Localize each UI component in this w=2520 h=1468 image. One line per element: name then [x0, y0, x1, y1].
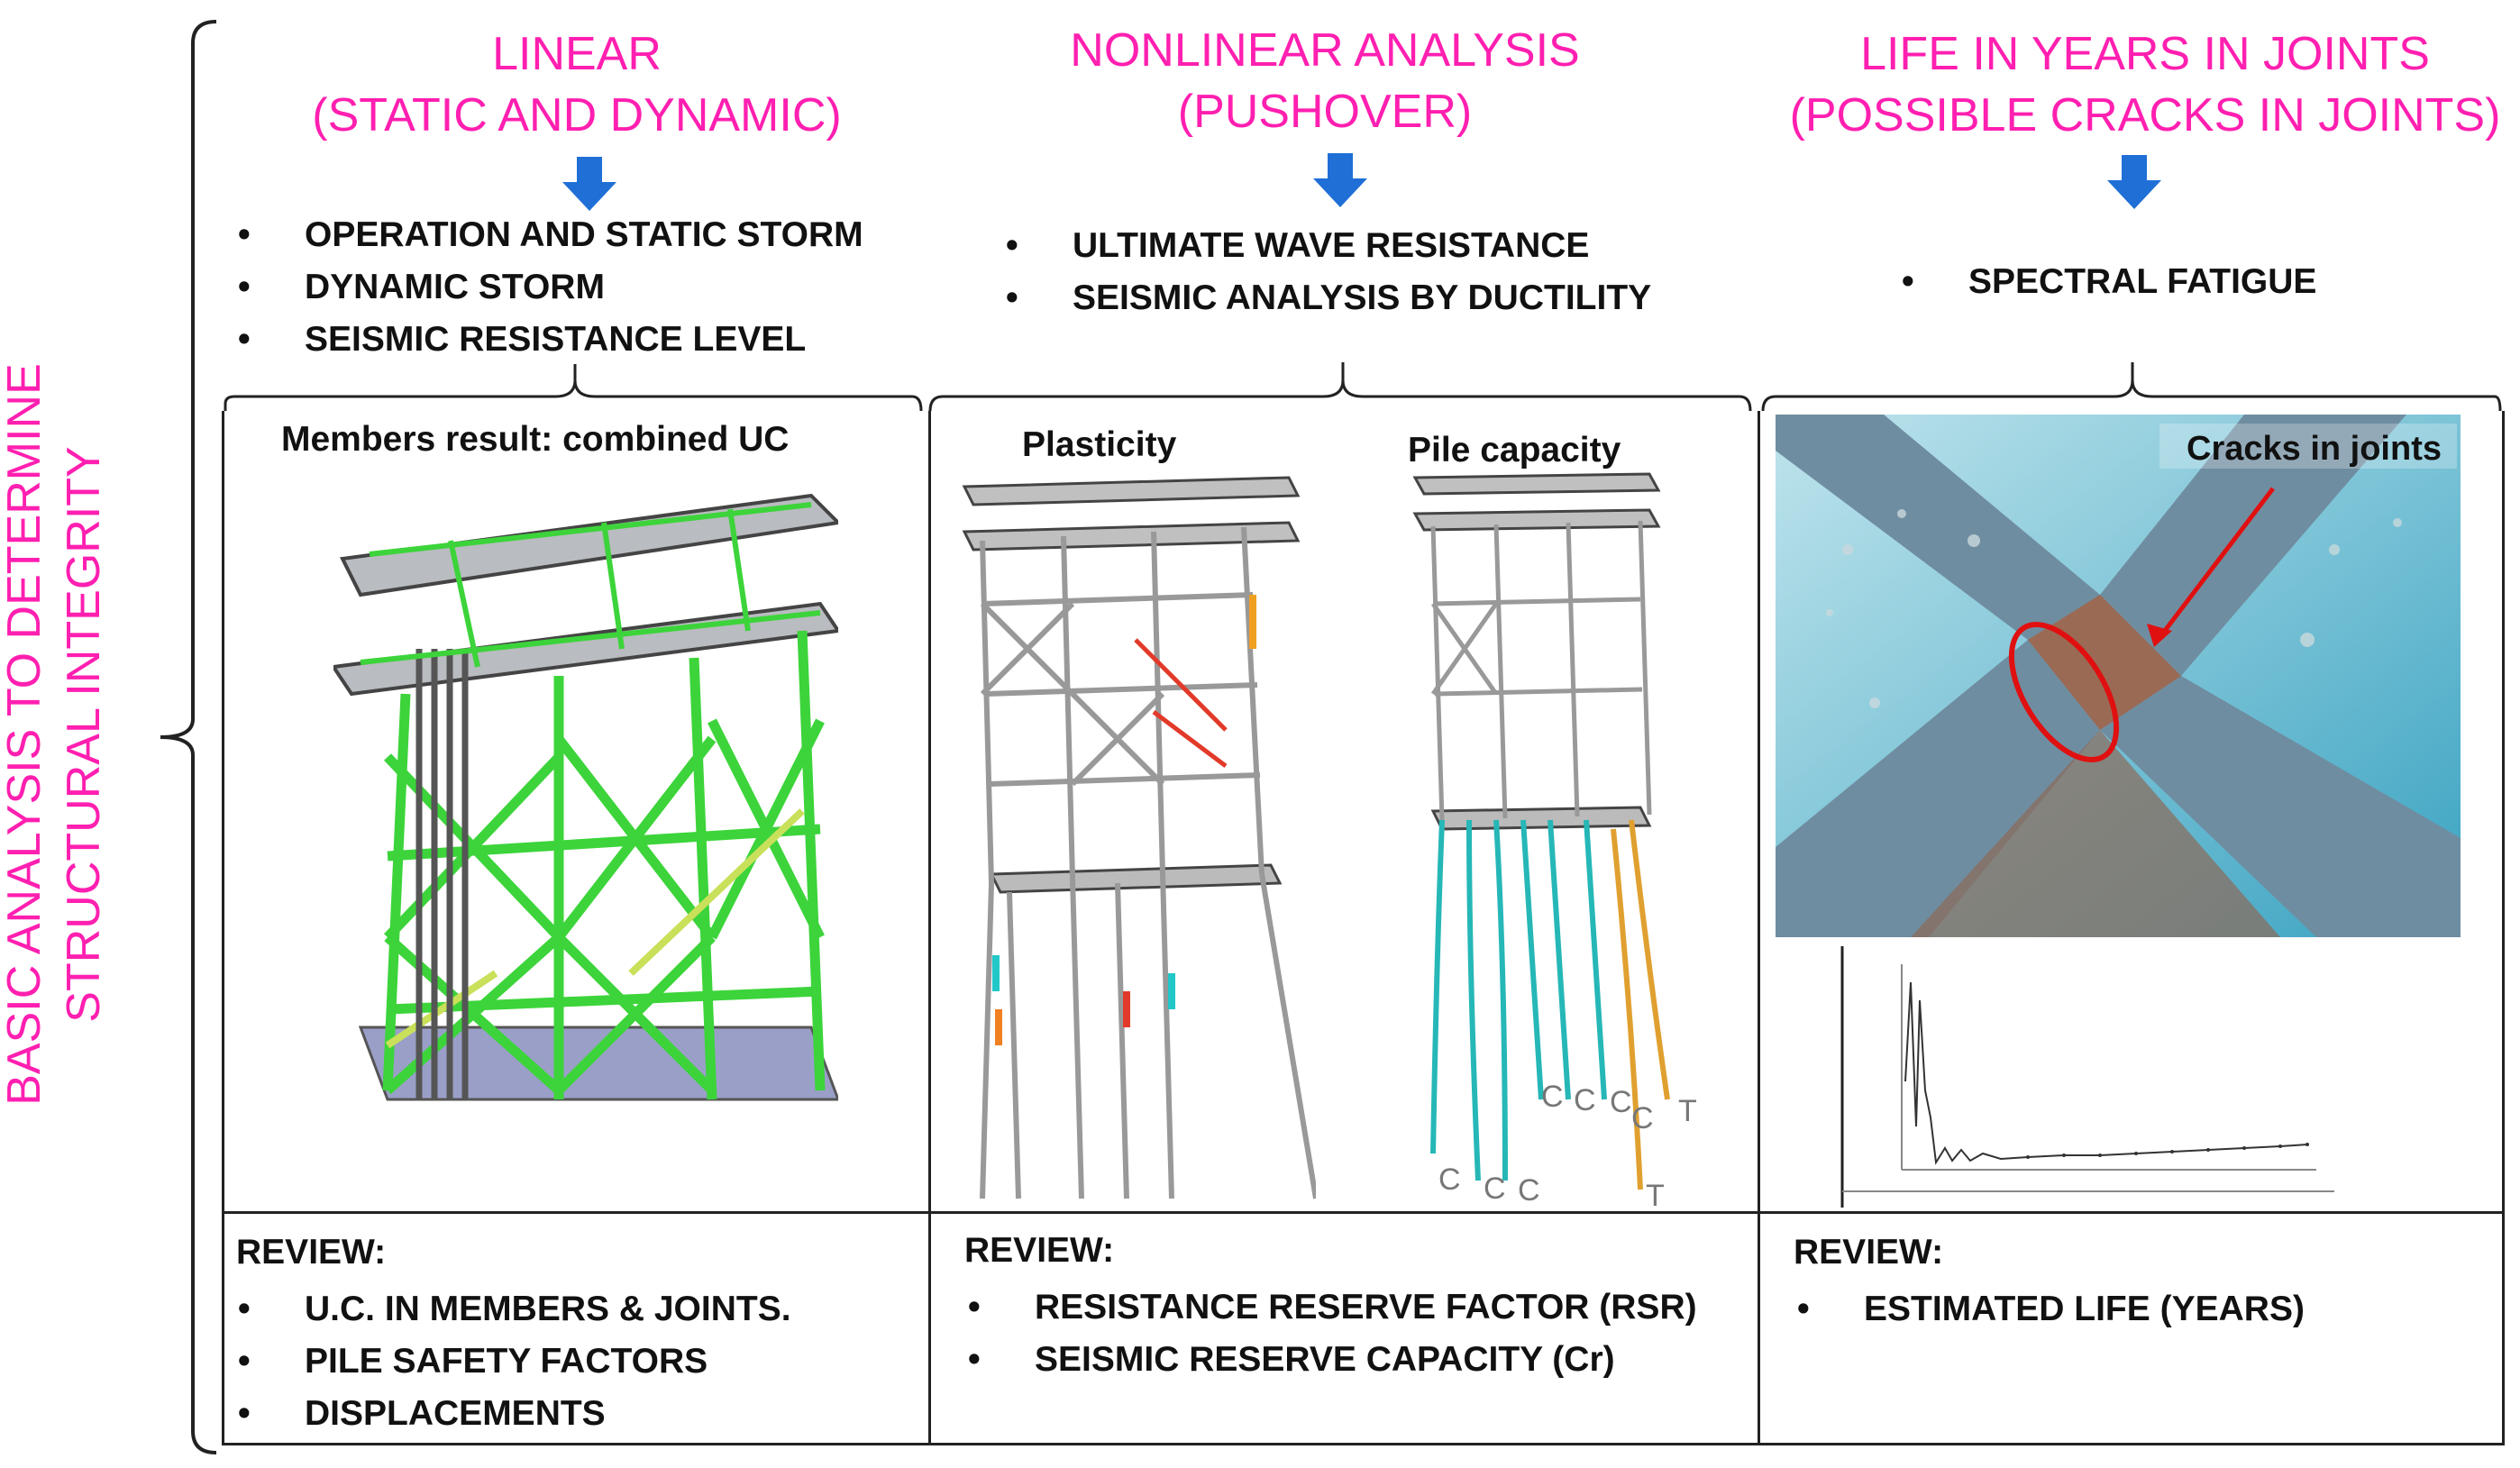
review-item: DISPLACEMENTS: [233, 1388, 791, 1440]
review-list-nonlinear: RESISTANCE RESERVE FACTOR (RSR) SEISMIC …: [963, 1281, 1697, 1386]
bullet-item: ULTIMATE WAVE RESISTANCE: [1000, 220, 1651, 272]
nonlinear-bullet-list: ULTIMATE WAVE RESISTANCE SEISMIC ANALYSI…: [1000, 220, 1651, 324]
divider: [222, 1211, 2505, 1214]
panel-caption-pile-capacity: Pile capacity: [1408, 431, 1621, 470]
side-label: BASIC ANALYSIS TO DETERMINE STRUCTURAL I…: [0, 363, 110, 1106]
spectral-response-plot: [1840, 946, 2334, 1208]
pile-marker-label: T: [1678, 1094, 1697, 1128]
divider: [222, 1443, 2505, 1445]
heading-nonlinear: NONLINEAR ANALYSIS (PUSHOVER): [1070, 24, 1580, 138]
divider: [2502, 411, 2505, 1445]
pile-marker-label: C: [1541, 1080, 1564, 1114]
panel-brace: [224, 362, 2502, 412]
left-brace: [160, 20, 217, 1454]
review-title-fatigue: REVIEW:: [1794, 1233, 1944, 1272]
panel-caption-plasticity: Plasticity: [1022, 425, 1177, 464]
review-item: PILE SAFETY FACTORS: [233, 1336, 791, 1388]
pile-marker-label: T: [1646, 1179, 1665, 1208]
plasticity-model-image: [962, 476, 1316, 1199]
jacket-model-image: [333, 493, 838, 1101]
panel-caption-cracks: Cracks in joints: [2187, 430, 2442, 468]
bullet-item: SPECTRAL FATIGUE: [1896, 256, 2316, 308]
review-item: U.C. IN MEMBERS & JOINTS.: [233, 1283, 791, 1336]
down-arrow-icon: [562, 157, 616, 211]
heading-linear: LINEAR (STATIC AND DYNAMIC): [312, 28, 842, 141]
divider: [1758, 411, 1760, 1445]
divider: [928, 411, 931, 1445]
down-arrow-icon: [1313, 153, 1367, 207]
down-arrow-icon: [2107, 155, 2161, 209]
pile-marker-label: C: [1631, 1101, 1654, 1135]
pile-marker-label: C: [1518, 1173, 1540, 1208]
review-item: ESTIMATED LIFE (YEARS): [1792, 1283, 2305, 1336]
linear-bullet-list: OPERATION AND STATIC STORM DYNAMIC STORM…: [233, 209, 863, 366]
heading-fatigue: LIFE IN YEARS IN JOINTS (POSSIBLE CRACKS…: [1789, 28, 2501, 141]
panel-caption-members: Members result: combined UC: [281, 420, 790, 459]
review-title-nonlinear: REVIEW:: [964, 1231, 1115, 1270]
review-list-linear: U.C. IN MEMBERS & JOINTS. PILE SAFETY FA…: [233, 1283, 791, 1440]
review-title-linear: REVIEW:: [236, 1233, 387, 1272]
pile-marker-label: C: [1610, 1085, 1632, 1119]
pile-marker-label: C: [1574, 1083, 1596, 1117]
bullet-item: SEISMIC RESISTANCE LEVEL: [233, 314, 863, 366]
pile-capacity-model-image: C C C C C C C T T: [1412, 472, 1697, 1208]
fatigue-bullet-list: SPECTRAL FATIGUE: [1896, 256, 2316, 308]
review-item: SEISMIC RESERVE CAPACITY (Cr): [963, 1334, 1697, 1386]
bullet-item: OPERATION AND STATIC STORM: [233, 209, 863, 261]
cracked-joint-photo: Cracks in joints: [1776, 415, 2461, 937]
pile-marker-label: C: [1484, 1172, 1506, 1206]
pile-marker-label: C: [1438, 1163, 1461, 1197]
review-list-fatigue: ESTIMATED LIFE (YEARS): [1792, 1283, 2305, 1336]
bullet-item: DYNAMIC STORM: [233, 261, 863, 314]
divider: [222, 411, 224, 1445]
bullet-item: SEISMIC ANALYSIS BY DUCTILITY: [1000, 272, 1651, 324]
review-item: RESISTANCE RESERVE FACTOR (RSR): [963, 1281, 1697, 1334]
